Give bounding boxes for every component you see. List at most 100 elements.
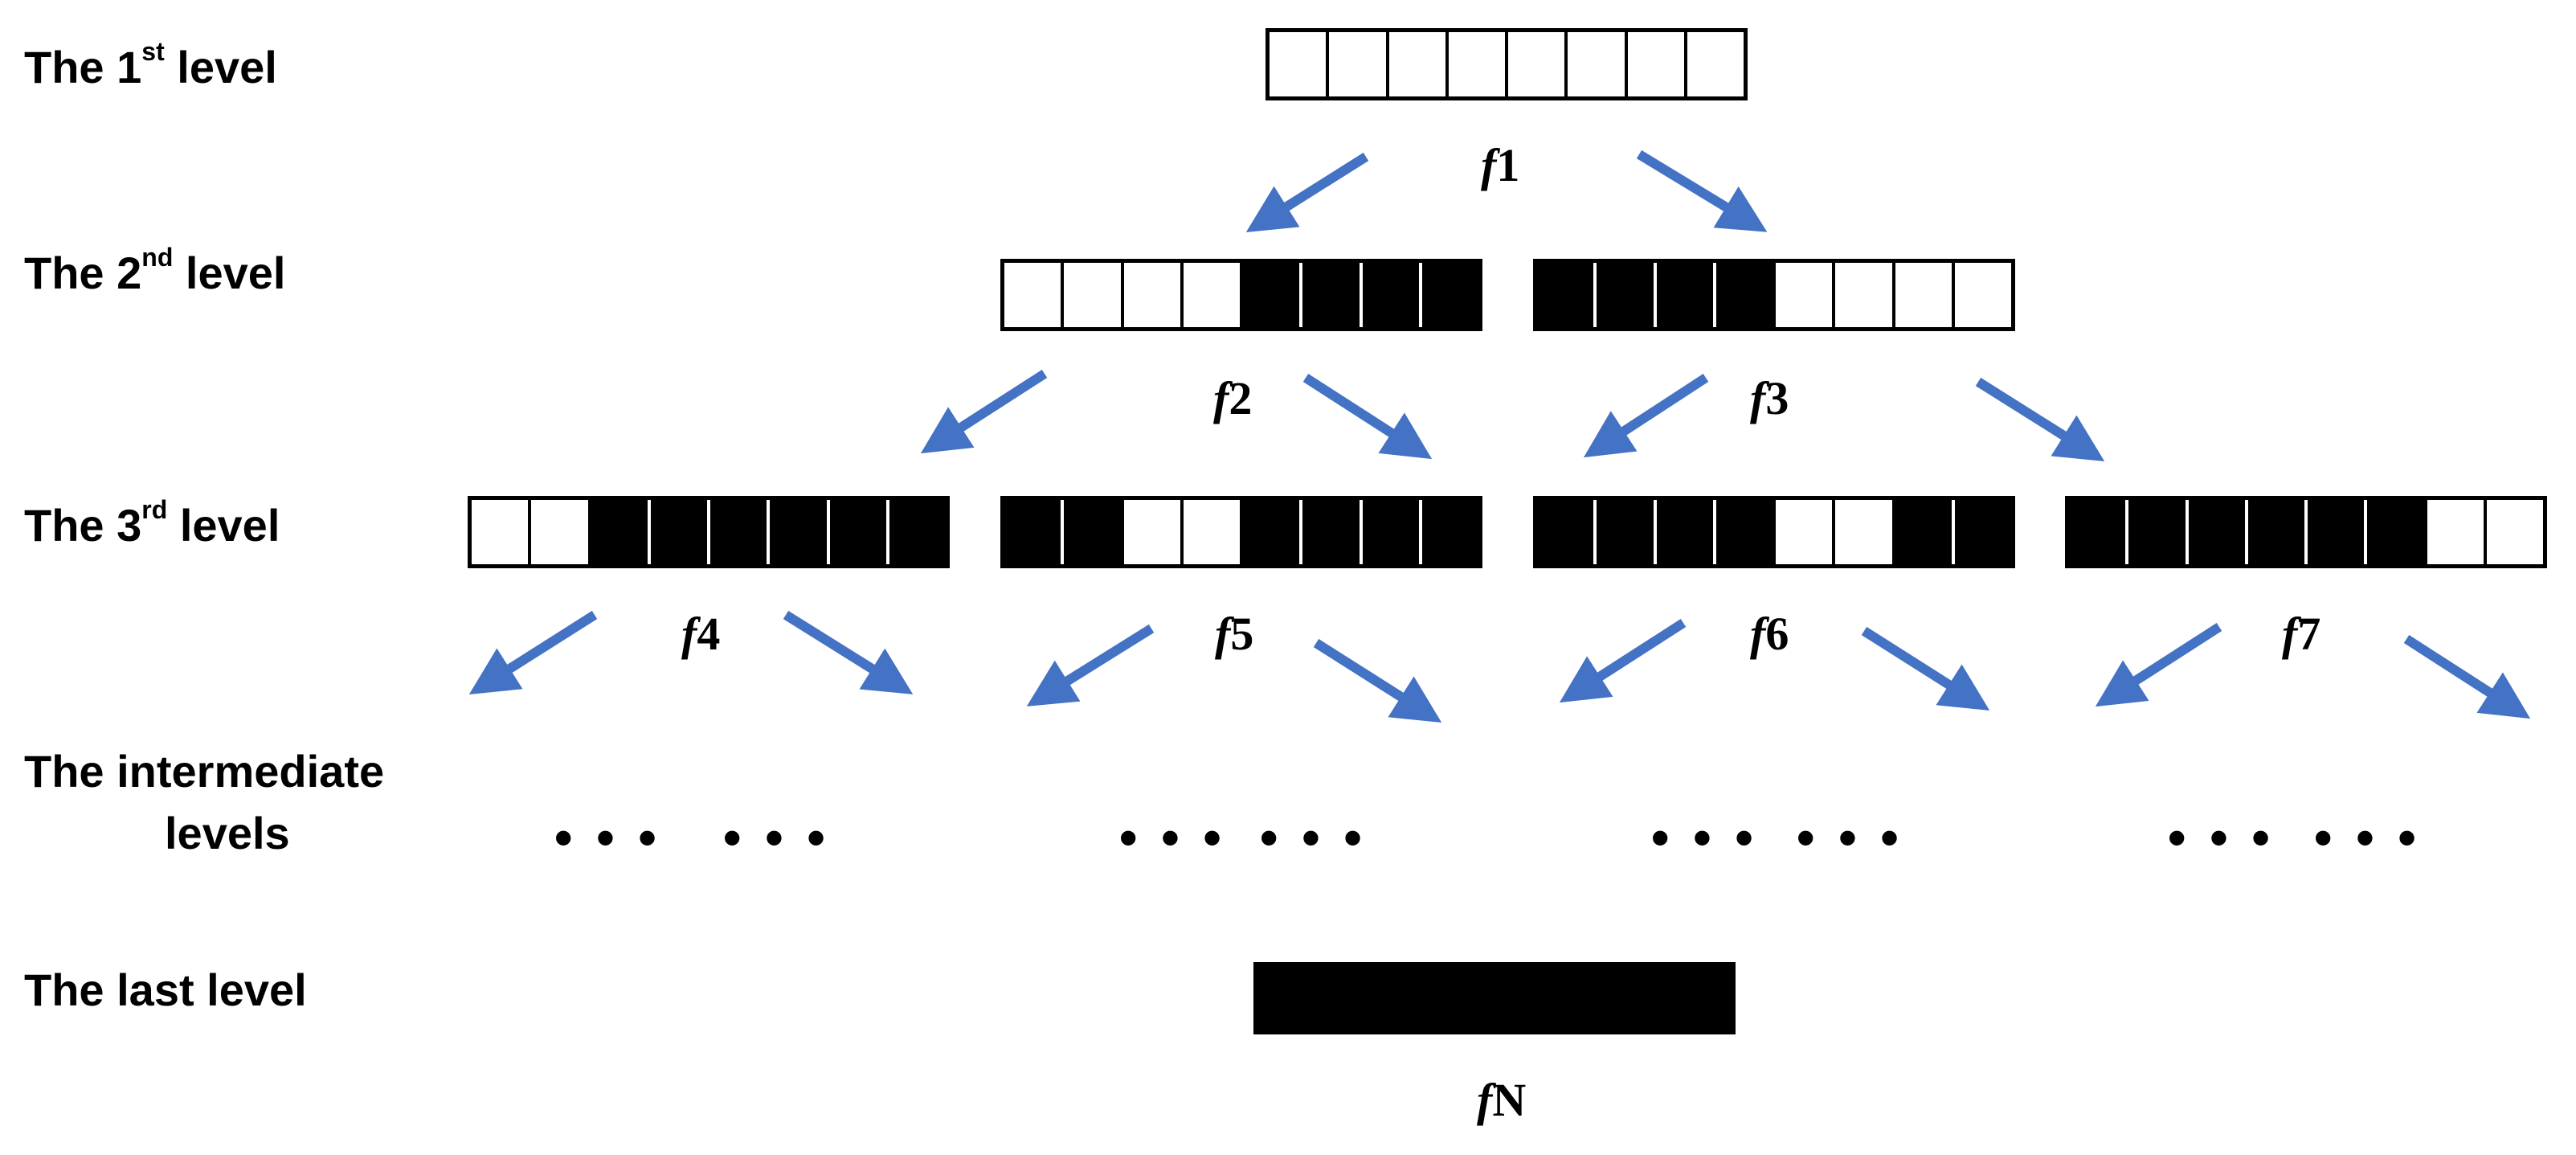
empty-cell (472, 500, 532, 564)
filled-cell (1362, 263, 1422, 327)
empty-cell (1004, 263, 1065, 327)
filled-cell (650, 500, 710, 564)
filled-cell (1656, 500, 1716, 564)
arrow (2403, 634, 2531, 719)
level-2-right-vector (1533, 259, 2015, 331)
filled-cell (1715, 263, 1776, 327)
ellipsis: • • • (723, 809, 830, 866)
ellipsis: • • • (1797, 809, 1903, 866)
filled-cell (1496, 966, 1556, 1030)
filled-cell (1243, 263, 1303, 327)
empty-cell (1183, 500, 1243, 564)
empty-cell (1954, 263, 2011, 327)
f3-label: f3 (1750, 372, 1789, 424)
fN-label: fN (1477, 1074, 1527, 1126)
arrow (1583, 373, 1709, 458)
empty-cell (1895, 263, 1955, 327)
filled-cell (1257, 966, 1318, 1030)
filled-cell (1715, 500, 1776, 564)
empty-cell (1835, 263, 1895, 327)
filled-cell (710, 500, 771, 564)
intermediate-levels-label-line2: levels (165, 808, 290, 858)
filled-cell (2069, 500, 2129, 564)
filled-cell (1421, 263, 1478, 327)
level-3-label: The 3rd level (24, 495, 280, 551)
f4-label: f4 (681, 608, 721, 660)
arrow (1559, 618, 1687, 703)
last-level-label: The last level (24, 965, 307, 1015)
arrow (1636, 149, 1768, 232)
filled-cell (1421, 500, 1478, 564)
arrow (1313, 638, 1442, 723)
empty-cell (2486, 500, 2543, 564)
filled-cell (1436, 966, 1496, 1030)
empty-cell (1776, 500, 1836, 564)
filled-cell (770, 500, 830, 564)
filled-cell (1362, 500, 1422, 564)
filled-cell (1004, 500, 1065, 564)
arrow (1975, 377, 2105, 461)
filled-cell (1556, 966, 1616, 1030)
f2-label: f2 (1213, 372, 1253, 424)
filled-cell (1376, 966, 1437, 1030)
level-1-vector (1266, 28, 1748, 100)
ellipsis: • • • (1260, 809, 1367, 866)
filled-cell (1674, 966, 1732, 1030)
ellipsis: • • • (2168, 809, 2275, 866)
filled-cell (889, 500, 946, 564)
filled-cell (1954, 500, 2011, 564)
level-3-vector-a (468, 496, 950, 568)
ellipsis: • • • (1119, 809, 1226, 866)
arrow (1302, 373, 1433, 460)
filled-cell (1597, 500, 1657, 564)
filled-cell (829, 500, 889, 564)
empty-cell (1270, 32, 1330, 96)
empty-cell (1687, 32, 1744, 96)
filled-cell (2308, 500, 2368, 564)
filled-cell (1302, 263, 1363, 327)
filled-cell (1064, 500, 1124, 564)
filled-cell (2188, 500, 2248, 564)
ellipsis: • • • (554, 809, 661, 866)
last-level-vector (1253, 962, 1736, 1034)
empty-cell (1064, 263, 1124, 327)
empty-cell (1835, 500, 1895, 564)
filled-cell (2367, 500, 2427, 564)
f1-label: f1 (1481, 139, 1520, 191)
empty-cell (2427, 500, 2487, 564)
intermediate-levels-label-line1: The intermediate (24, 746, 385, 797)
arrow (1861, 626, 1990, 711)
filled-cell (591, 500, 651, 564)
empty-cell (1329, 32, 1389, 96)
empty-cell (531, 500, 591, 564)
filled-cell (1243, 500, 1303, 564)
level-3-vector-b (1000, 496, 1482, 568)
filled-cell (1317, 966, 1377, 1030)
arrow (468, 610, 598, 694)
filled-cell (2247, 500, 2308, 564)
level-2-left-vector (1000, 259, 1482, 331)
ellipsis: • • • (1651, 809, 1758, 866)
arrow (1245, 152, 1369, 232)
empty-cell (1123, 263, 1184, 327)
filled-cell (1537, 263, 1597, 327)
filled-cell (1597, 263, 1657, 327)
empty-cell (1627, 32, 1687, 96)
empty-cell (1776, 263, 1836, 327)
f7-label: f7 (2282, 608, 2321, 660)
empty-cell (1448, 32, 1508, 96)
filled-cell (1895, 500, 1955, 564)
empty-cell (1183, 263, 1243, 327)
empty-cell (1388, 32, 1449, 96)
filled-cell (2128, 500, 2189, 564)
ellipsis: • • • (2314, 809, 2421, 866)
level-2-label: The 2nd level (24, 243, 286, 298)
arrow (1026, 624, 1155, 707)
level-3-vector-c (1533, 496, 2015, 568)
level-1-label: The 1st level (24, 37, 277, 92)
filled-cell (1302, 500, 1363, 564)
arrow (920, 369, 1048, 454)
filled-cell (1537, 500, 1597, 564)
